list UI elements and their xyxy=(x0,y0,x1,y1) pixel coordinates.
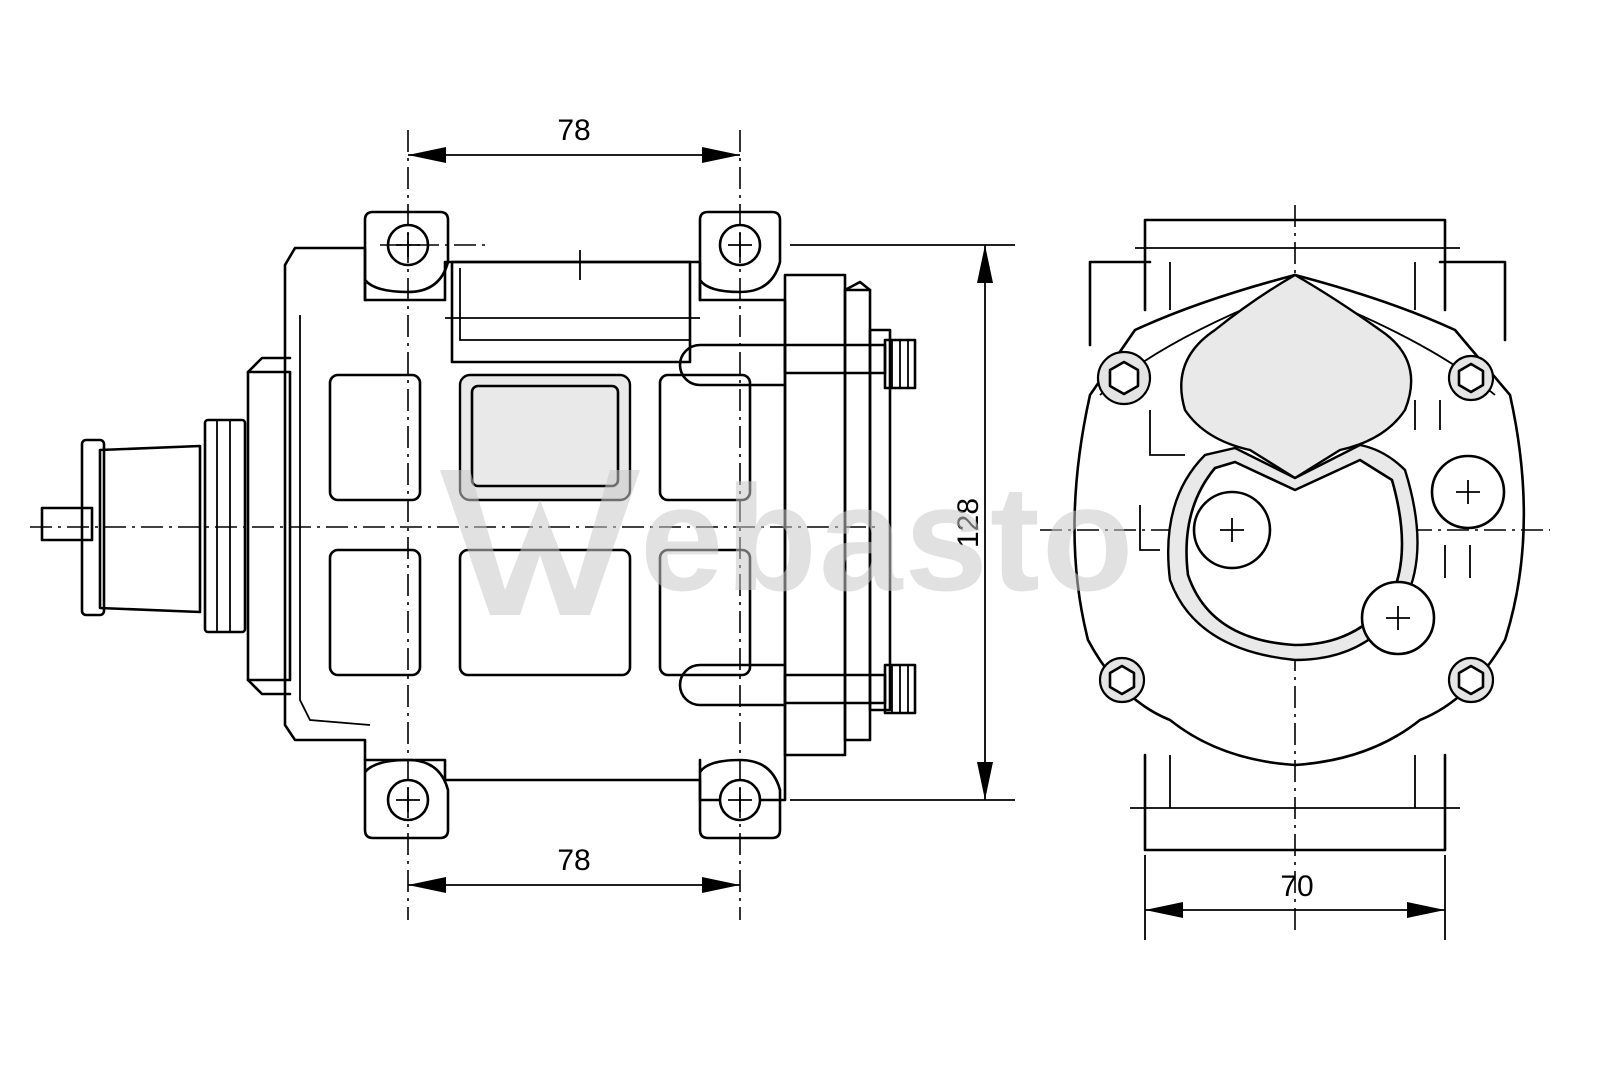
dimension-top-label: 78 xyxy=(557,114,590,147)
lug-bottom-right xyxy=(698,758,782,840)
hex-bolt-top-left xyxy=(1096,350,1152,406)
nose-housing xyxy=(246,370,292,682)
lug-bottom-left xyxy=(363,758,450,840)
clutch-hub xyxy=(98,444,202,614)
window-top-left xyxy=(328,373,422,502)
shaft-collar xyxy=(80,438,106,617)
window-bottom-right xyxy=(658,548,752,677)
end-bottom-bracket xyxy=(1143,753,1447,852)
dimension-bottom-label: 78 xyxy=(557,844,590,877)
compressor-end-view xyxy=(1040,205,1550,930)
compressor-side-view xyxy=(30,130,917,920)
window-top-right xyxy=(658,373,752,502)
lug-top-left xyxy=(363,210,450,302)
lug-top-right xyxy=(698,210,782,302)
rear-head xyxy=(868,328,892,712)
dimension-bottom-78: 78 xyxy=(408,844,740,893)
dimension-end-label: 70 xyxy=(1280,870,1313,903)
head-cover xyxy=(1180,273,1413,480)
top-ridge xyxy=(450,260,692,364)
dimension-top-78: 78 xyxy=(408,114,740,163)
window-top-center xyxy=(458,373,632,502)
shaft xyxy=(40,506,94,542)
watermark-text: ebasto xyxy=(640,454,1135,622)
window-bottom-left xyxy=(328,548,422,677)
dimension-vertical-label: 128 xyxy=(952,498,985,548)
webasto-watermark-logo: ebasto xyxy=(440,454,1135,622)
dimension-end-70: 70 xyxy=(1144,855,1446,940)
end-housing xyxy=(1073,273,1526,767)
dimension-vertical-128: 128 xyxy=(790,244,1015,801)
end-top-bracket xyxy=(1143,218,1447,312)
clutch-flange xyxy=(203,418,247,634)
hex-bolt-top-right xyxy=(1447,354,1495,402)
hex-bolt-bottom-right xyxy=(1447,656,1495,704)
hex-bolt-bottom-left xyxy=(1098,656,1146,704)
